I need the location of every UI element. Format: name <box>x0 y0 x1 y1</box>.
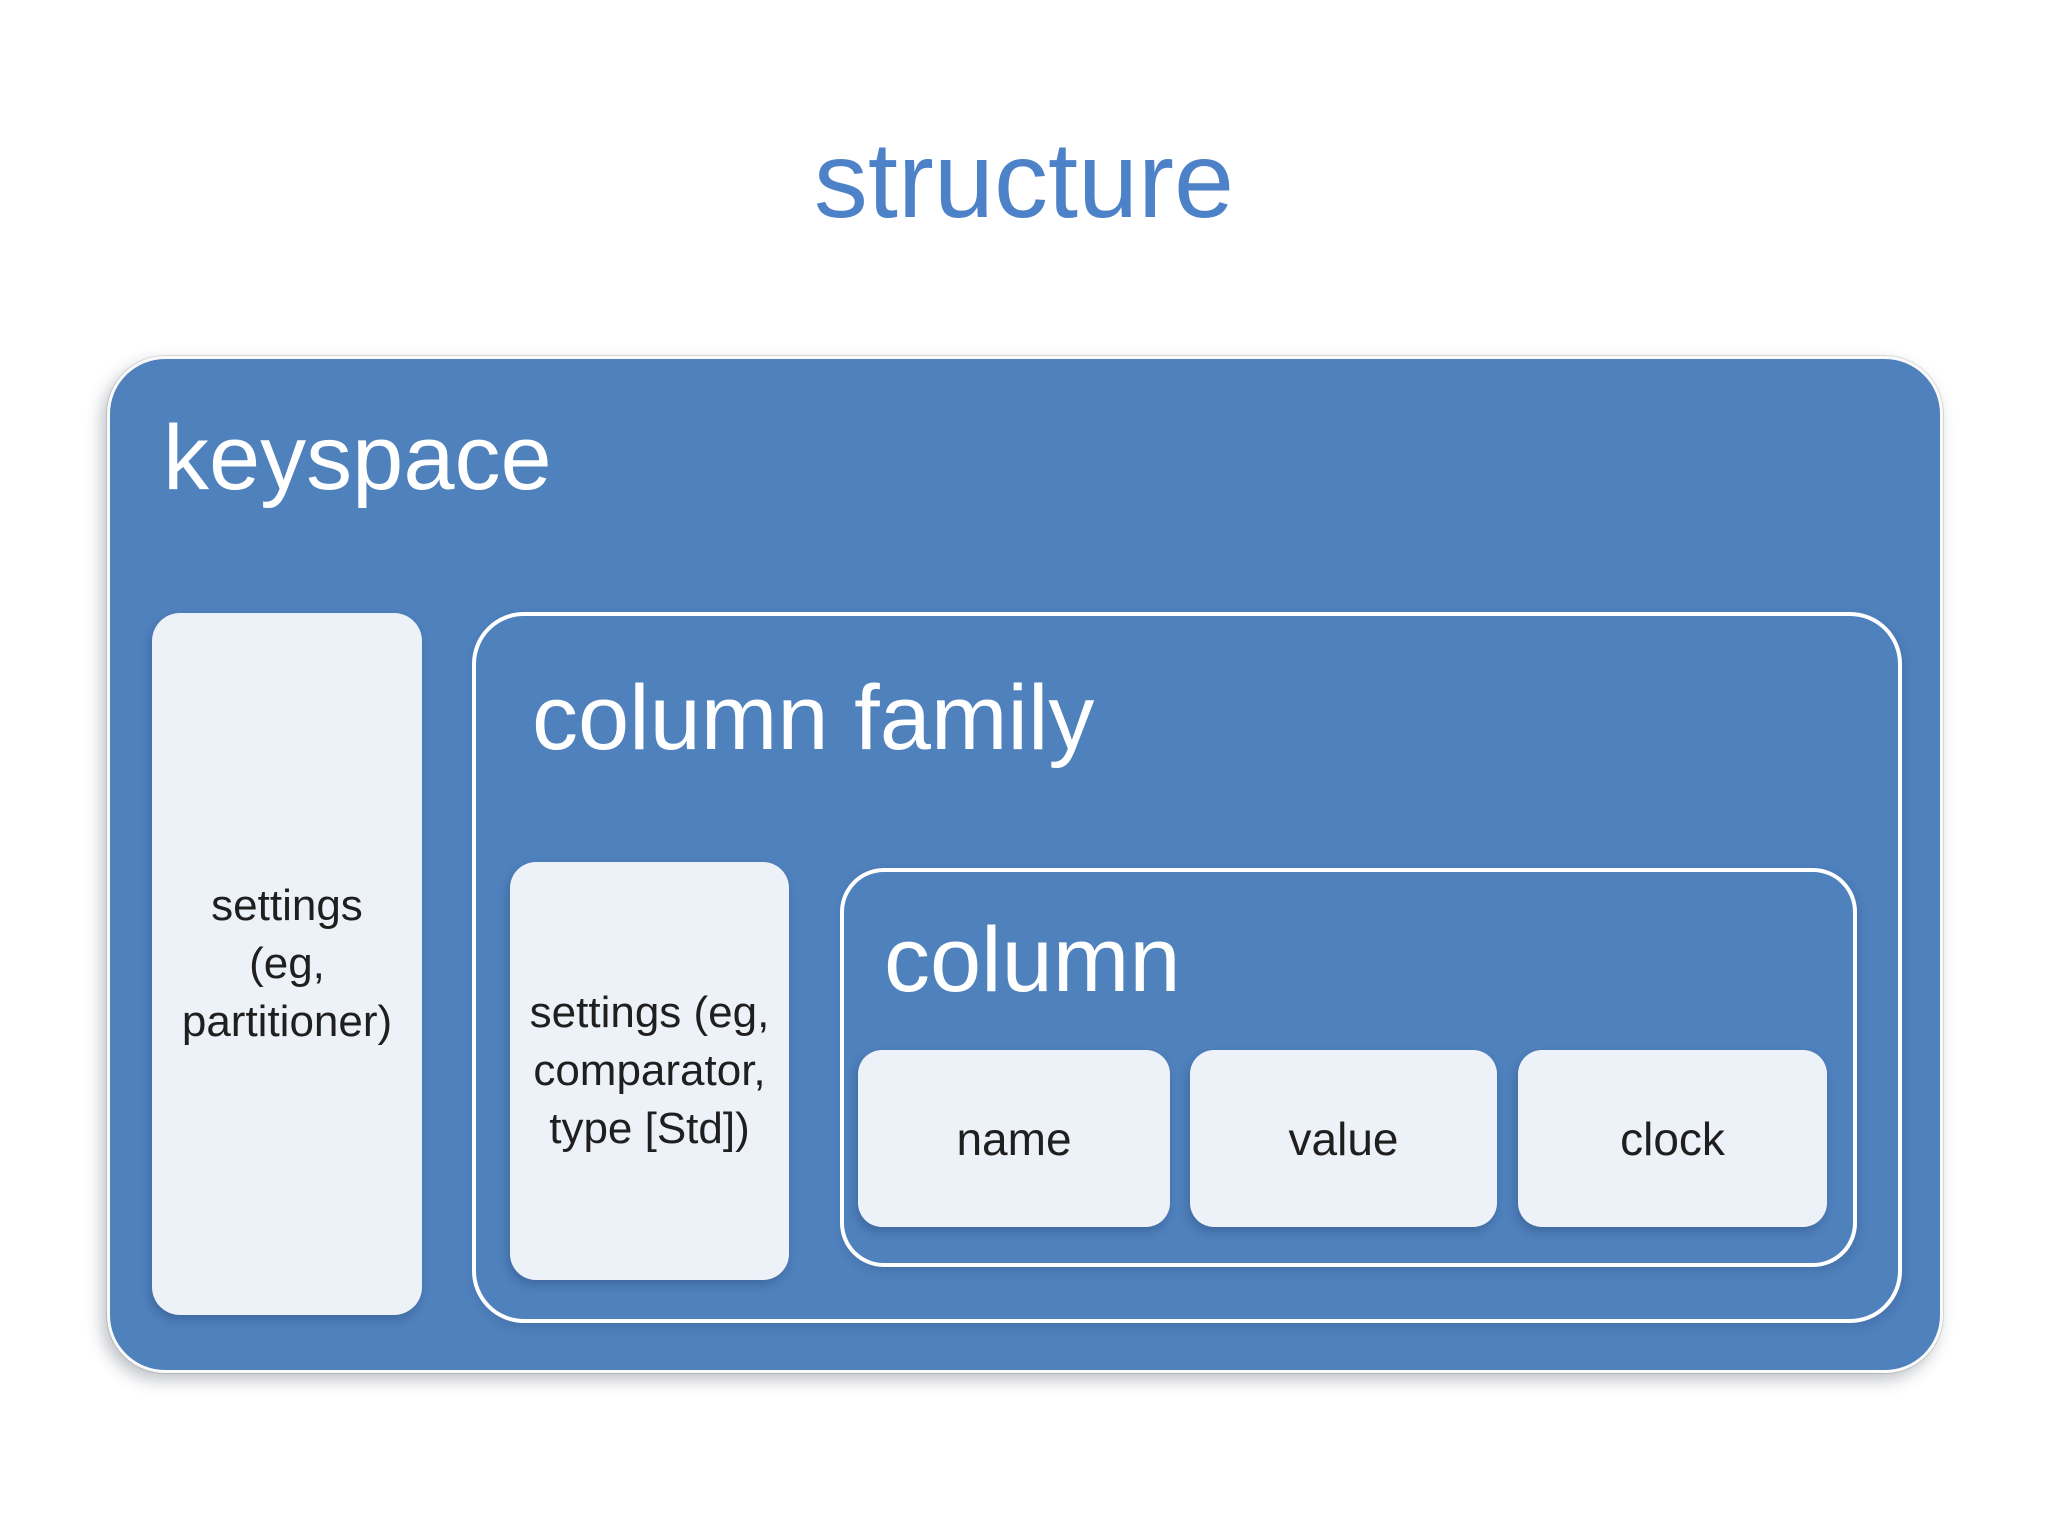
column-family-settings-box: settings (eg, comparator, type [Std]) <box>510 862 789 1280</box>
column-field-name: name <box>858 1050 1170 1227</box>
column-field-value: value <box>1190 1050 1497 1227</box>
column-family-label: column family <box>532 667 1095 769</box>
column-container <box>840 868 1857 1267</box>
keyspace-label: keyspace <box>163 407 552 509</box>
column-label: column <box>884 909 1181 1011</box>
keyspace-settings-box: settings (eg, partitioner) <box>152 613 422 1315</box>
slide-title: structure <box>813 119 1235 240</box>
column-family-container <box>472 612 1902 1323</box>
column-field-clock: clock <box>1518 1050 1827 1227</box>
